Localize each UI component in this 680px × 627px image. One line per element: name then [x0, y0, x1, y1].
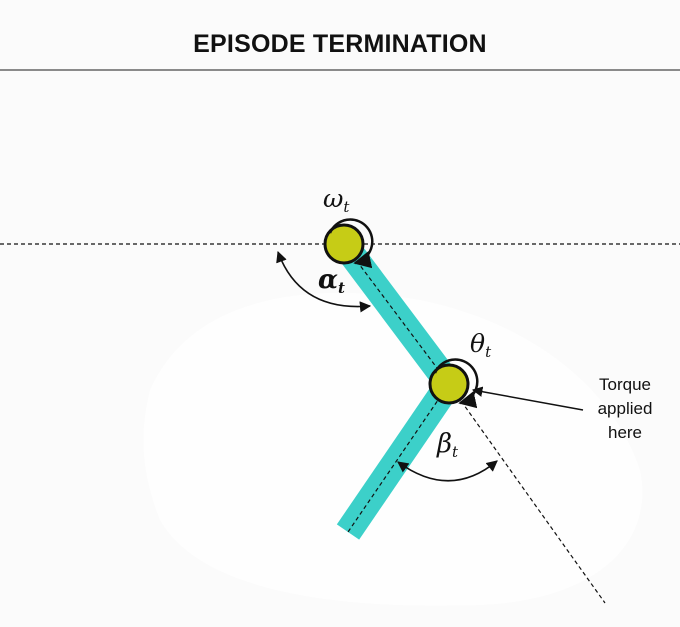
- omega-label: ωt: [323, 184, 350, 216]
- title-divider: [0, 69, 680, 71]
- beta-label: βt: [436, 429, 459, 461]
- torque-note-line-3: here: [608, 423, 642, 442]
- torque-pointer-arrow: [471, 386, 584, 411]
- torque-note-line-1: Torque: [599, 375, 651, 394]
- alpha-label: αt: [318, 265, 345, 297]
- torque-note-line-2: applied: [598, 399, 653, 418]
- lower-link-axis: [347, 383, 450, 533]
- theta-rotation-arrow-icon: [433, 358, 479, 409]
- upper-link-extension: [448, 383, 606, 604]
- page-title: EPISODE TERMINATION: [193, 30, 487, 58]
- alpha-angle-arc: [276, 250, 372, 313]
- beta-angle-arc: [397, 460, 498, 482]
- theta-label: θt: [470, 329, 492, 361]
